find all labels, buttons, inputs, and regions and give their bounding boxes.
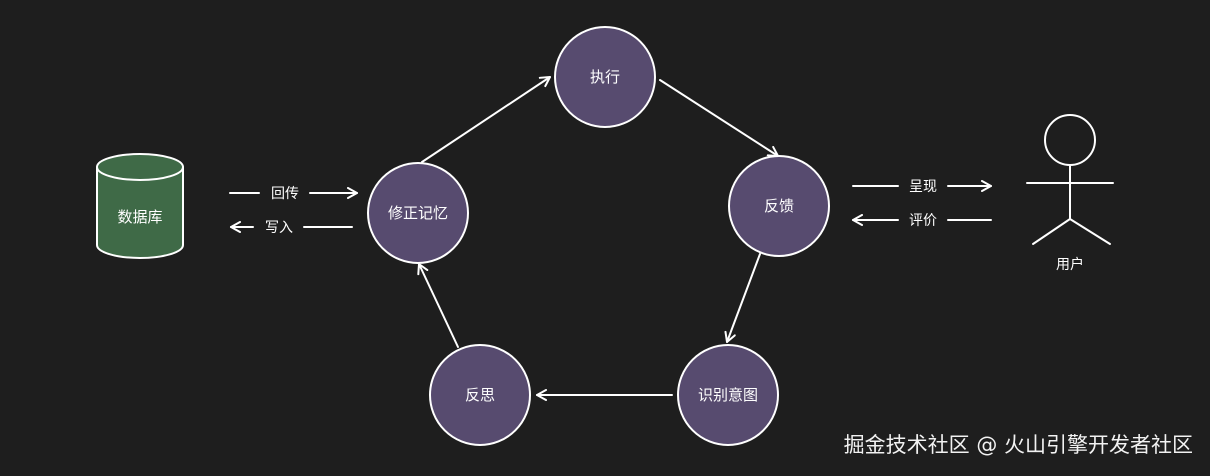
edge-feedback-to-identify-intent [724,253,761,343]
edge-correct-memory-to-execute [421,76,551,163]
user-label: 用户 [1056,256,1084,273]
database-label: 数据库 [117,208,162,226]
database-cylinder [96,153,184,259]
node-identify-intent-label: 识别意图 [698,386,758,404]
node-correct-memory: 修正记忆 [367,162,469,264]
node-feedback: 反馈 [728,155,830,257]
edge-label-write: 写入 [265,220,293,236]
node-execute: 执行 [554,26,656,128]
user-actor-icon [1026,114,1114,245]
node-execute-label: 执行 [590,68,620,86]
edge-reflect-to-correct-memory [417,263,459,348]
watermark: 掘金技术社区 @ 火山引擎开发者社区 [844,433,1193,457]
edge-label-return: 回传 [271,186,299,202]
edge-label-present: 呈现 [909,179,937,195]
database-node: 数据库 [96,153,184,259]
node-feedback-label: 反馈 [764,197,794,215]
node-correct-memory-label: 修正记忆 [388,204,448,222]
edge-execute-to-feedback [659,79,779,157]
database-cylinder-rim [96,166,184,181]
node-reflect-label: 反思 [465,386,495,404]
node-identify-intent: 识别意图 [677,344,779,446]
edge-label-evaluate: 评价 [909,213,937,229]
node-reflect: 反思 [429,344,531,446]
